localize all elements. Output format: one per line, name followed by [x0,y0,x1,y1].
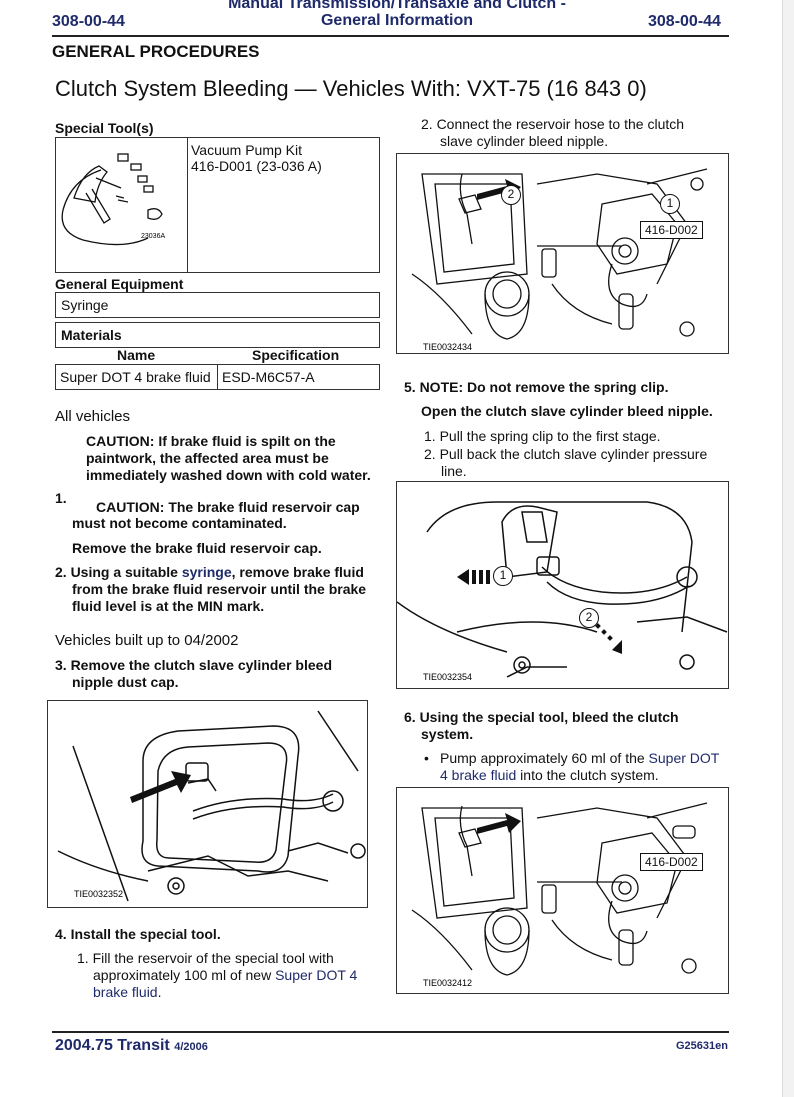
step6: 6. Using the special tool, bleed the clu… [404,709,679,743]
step4-sub1: 1. Fill the reservoir of the special too… [77,950,357,1001]
step5-sub2: 2. Pull back the clutch slave cylinder p… [424,446,707,480]
material-name: Super DOT 4 brake fluid [60,369,211,385]
figure3-label: TIE0032354 [423,672,472,682]
super-dot4-link-1a[interactable]: Super DOT 4 [275,967,358,983]
vehicles-built-heading: Vehicles built up to 04/2002 [55,632,239,649]
header-title: Manual Transmission/Transaxle and Clutch… [0,0,794,29]
footer-model: 2004.75 Transit [55,1037,170,1054]
step4: 4. Install the special tool. [55,926,221,942]
general-equipment-heading: General Equipment [55,276,184,292]
step5-sub2-line2: line. [441,463,467,479]
figure2-callout-1: 1 [660,194,680,214]
materials-row: Super DOT 4 brake fluid ESD-M6C57-A [55,364,380,390]
figure3-callout-1: 1 [493,566,513,586]
step2-post: , remove brake fluid [231,564,364,580]
materials-divider [217,365,218,389]
figure1-label: TIE0032352 [74,889,123,899]
bullet-pre: Pump approximately 60 ml of the [440,750,649,766]
page-title: Clutch System Bleeding — Vehicles With: … [55,76,647,101]
step4-sub1-end: . [157,984,162,1000]
tool-name: Vacuum Pump Kit [191,142,303,158]
super-dot4-link-2a[interactable]: Super DOT [648,750,720,766]
header-rule [52,35,729,37]
special-tools-table: 23036A Vacuum Pump Kit 416-D001 (23-036 … [55,137,380,273]
material-spec: ESD-M6C57-A [222,369,315,385]
step2: 2. Using a suitable syringe, remove brak… [55,564,366,615]
step4-sub1-line2: approximately 100 ml of new Super DOT 4 [77,967,357,984]
footer-date: 4/2006 [174,1041,208,1053]
figure-bleed-system: TIE0032412 416-D002 [396,787,729,994]
header-title-line2: General Information [320,12,474,29]
footer-rule [52,1031,729,1033]
step3-line1: 3. Remove the clutch slave cylinder blee… [55,657,332,673]
figure2-drawing: TIE0032434 [411,168,708,352]
caution-paintwork: CAUTION: If brake fluid is spilt on the … [86,433,371,484]
tool-image-cell: 23036A [56,138,188,272]
materials-heading-box: Materials [55,322,380,348]
header-title-line1: Manual Transmission/Transaxle and Clutch… [228,0,566,12]
step5-text: Open the clutch slave cylinder bleed nip… [421,403,713,419]
step2-line2: from the brake fluid reservoir until the… [72,581,367,597]
special-tools-heading: Special Tool(s) [55,120,154,136]
figure3-drawing: TIE0032354 [397,501,728,682]
step4-sub2: 2. Connect the reservoir hose to the clu… [421,116,684,150]
caution-paintwork-line3: immediately washed down with cold water. [86,467,371,483]
step1-caution-line1: CAUTION: The brake fluid reservoir cap [96,499,360,515]
step6-line1: 6. Using the special tool, bleed the clu… [404,709,679,725]
step1-text: Remove the brake fluid reservoir cap. [72,540,322,556]
figure-slave-cylinder-dust-cap: TIE0032352 [47,700,368,908]
caution-paintwork-line1: CAUTION: If brake fluid is spilt on the [86,433,336,449]
step4-sub1-line1: 1. Fill the reservoir of the special too… [77,950,334,966]
figure2-label: TIE0032434 [423,342,472,352]
footer-model-block: 2004.75 Transit 4/2006 [55,1037,208,1055]
step6-bullet-line2: 4 brake fluid into the clutch system. [440,767,719,784]
step2-pre: 2. Using a suitable [55,564,182,580]
super-dot4-link-2b[interactable]: 4 brake fluid [440,767,517,783]
figure2-tool-callout: 416-D002 [640,221,703,239]
figure4-label: TIE0032412 [423,978,472,988]
step3: 3. Remove the clutch slave cylinder blee… [55,657,332,691]
super-dot4-link-1b[interactable]: brake fluid [93,984,158,1000]
step5-note: 5. NOTE: Do not remove the spring clip. [404,379,669,395]
step6-bullet-line1: Pump approximately 60 ml of the Super DO… [440,750,719,767]
bullet-post: into the clutch system. [516,767,659,783]
step1-caution-line2: must not become contaminated. [72,515,287,531]
step6-bullet: Pump approximately 60 ml of the Super DO… [440,750,719,784]
step3-line2: nipple dust cap. [72,674,179,690]
syringe-link[interactable]: syringe [181,564,232,580]
step4-sub2-line1: 2. Connect the reservoir hose to the clu… [421,116,685,132]
step4-sub1-line2-pre: approximately 100 ml of new [93,967,276,983]
materials-col-name: Name [117,347,156,363]
step4-sub2-line2: slave cylinder bleed nipple. [440,133,609,149]
header-code-right: 308-00-44 [648,13,721,30]
materials-heading: Materials [61,327,122,343]
step5-sub2-line1: 2. Pull back the clutch slave cylinder p… [424,446,708,462]
step5-sub1: 1. Pull the spring clip to the first sta… [424,428,661,444]
figure-pressure-line: TIE0032354 1 2 [396,481,729,689]
materials-col-spec: Specification [252,347,340,363]
figure-reservoir-hose: TIE0032434 2 1 416-D002 [396,153,729,354]
figure1-drawing: TIE0032352 [57,710,366,902]
section-heading: GENERAL PROCEDURES [52,42,260,61]
caution-paintwork-line2: paintwork, the affected area must be [86,450,329,466]
bullet-marker: • [424,750,429,766]
vacuum-pump-illustration: 23036A [61,153,165,246]
header-code-left: 308-00-44 [52,13,125,30]
figure4-drawing: TIE0032412 [411,802,708,988]
step4-sub1-line3: brake fluid. [77,984,357,1001]
step6-line2: system. [421,726,474,742]
tool-number: 416-D001 (23-036 A) [191,158,322,174]
step1-number: 1. [55,490,67,506]
footer-code: G25631en [676,1040,728,1052]
all-vehicles-heading: All vehicles [55,408,131,425]
step2-line3: fluid level is at the MIN mark. [72,598,265,614]
figure3-callout-2: 2 [579,608,599,628]
figure4-tool-callout: 416-D002 [640,853,703,871]
step2-line1: 2. Using a suitable syringe, remove brak… [55,564,366,581]
figure2-callout-2: 2 [501,185,521,205]
scrollbar[interactable] [782,0,794,1097]
tool-image-label: 23036A [141,233,165,240]
general-equipment-item: Syringe [55,292,380,318]
